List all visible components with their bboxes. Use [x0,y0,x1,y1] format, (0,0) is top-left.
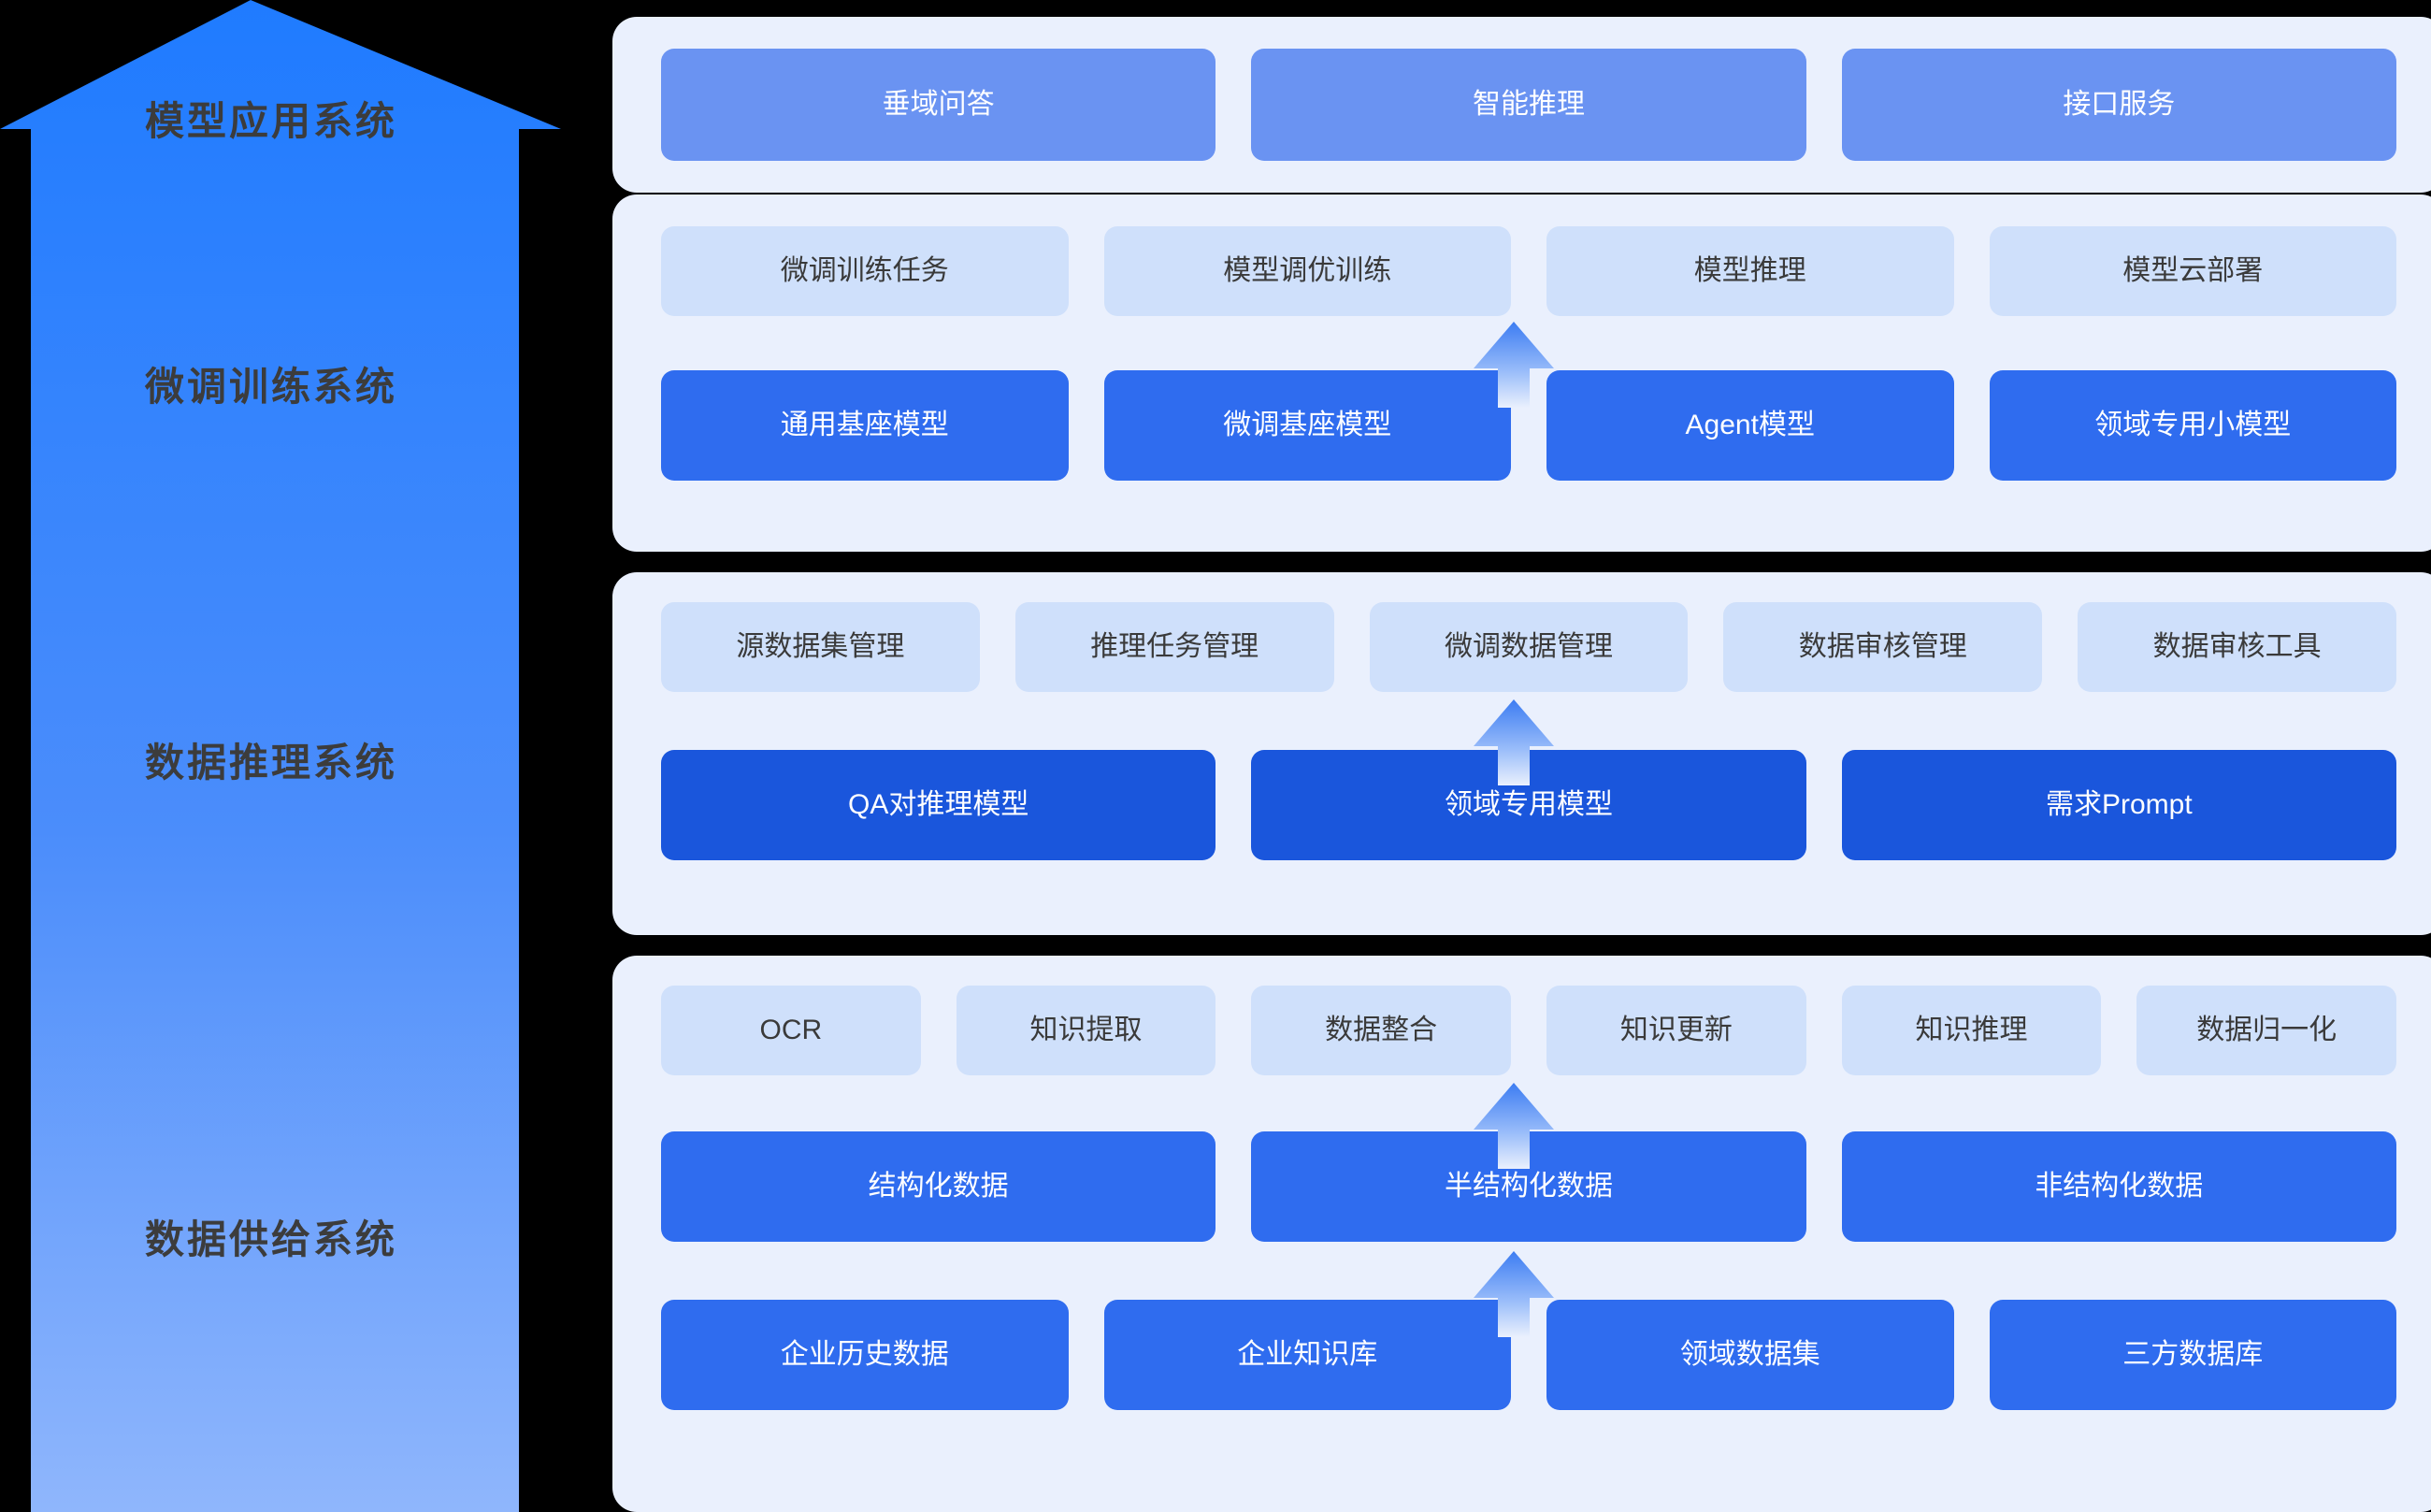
cell-finetune-data-management[interactable]: 微调数据管理 [1369,602,1689,692]
cell-unstructured-data[interactable]: 非结构化数据 [1841,1131,2396,1242]
cell-structured-data[interactable]: 结构化数据 [661,1131,1216,1242]
cell-inference-task-management[interactable]: 推理任务管理 [1014,602,1334,692]
row-data-types: 结构化数据 半结构化数据 非结构化数据 [661,1131,2396,1242]
row-data-management: 源数据集管理 推理任务管理 微调数据管理 数据审核管理 数据审核工具 [661,602,2396,692]
cell-source-dataset-management[interactable]: 源数据集管理 [661,602,980,692]
cell-model-tuning-training[interactable]: 模型调优训练 [1103,226,1511,316]
panel-application-system: 垂域问答 智能推理 接口服务 [612,17,2431,193]
cell-intelligent-reasoning[interactable]: 智能推理 [1251,49,1806,161]
cell-data-integration[interactable]: 数据整合 [1251,986,1512,1075]
cell-third-party-database[interactable]: 三方数据库 [1989,1300,2396,1410]
cell-api-service[interactable]: 接口服务 [1841,49,2396,161]
cell-domain-dataset[interactable]: 领域数据集 [1546,1300,1954,1410]
cell-data-audit-tool[interactable]: 数据审核工具 [2078,602,2396,692]
cell-general-base-model[interactable]: 通用基座模型 [661,370,1069,481]
panel-data-reasoning-system: 源数据集管理 推理任务管理 微调数据管理 数据审核管理 数据审核工具 QA对推理… [612,572,2431,935]
cell-ocr[interactable]: OCR [661,986,921,1075]
cell-vertical-qa[interactable]: 垂域问答 [661,49,1216,161]
cell-agent-model[interactable]: Agent模型 [1546,370,1954,481]
cell-domain-small-model[interactable]: 领域专用小模型 [1989,370,2396,481]
row-reasoning-engines: QA对推理模型 领域专用模型 需求Prompt [661,750,2396,860]
row-capabilities: OCR 知识提取 数据整合 知识更新 知识推理 数据归一化 [661,986,2397,1075]
cell-qa-pair-reasoning-model[interactable]: QA对推理模型 [661,750,1216,860]
cell-domain-specific-model[interactable]: 领域专用模型 [1251,750,1806,860]
cell-data-audit-management[interactable]: 数据审核管理 [1723,602,2043,692]
cell-enterprise-historical-data[interactable]: 企业历史数据 [661,1300,1069,1410]
cell-requirement-prompt[interactable]: 需求Prompt [1841,750,2396,860]
row-base-models: 通用基座模型 微调基座模型 Agent模型 领域专用小模型 [661,370,2396,481]
row-applications: 垂域问答 智能推理 接口服务 [661,49,2396,161]
cell-semi-structured-data[interactable]: 半结构化数据 [1251,1131,1806,1242]
cell-finetune-training-task[interactable]: 微调训练任务 [661,226,1069,316]
row-training-tasks: 微调训练任务 模型调优训练 模型推理 模型云部署 [661,226,2396,316]
cell-data-normalization[interactable]: 数据归一化 [2136,986,2397,1075]
cell-enterprise-knowledge-base[interactable]: 企业知识库 [1103,1300,1511,1410]
cell-knowledge-update[interactable]: 知识更新 [1546,986,1806,1075]
panel-data-supply-system: OCR 知识提取 数据整合 知识更新 知识推理 数据归一化 结构化数据 半结构化… [612,956,2431,1512]
cell-knowledge-reasoning[interactable]: 知识推理 [1841,986,2102,1075]
cell-model-inference[interactable]: 模型推理 [1546,226,1954,316]
cell-finetuned-base-model[interactable]: 微调基座模型 [1103,370,1511,481]
cell-knowledge-extraction[interactable]: 知识提取 [956,986,1216,1075]
cell-model-cloud-deployment[interactable]: 模型云部署 [1989,226,2396,316]
stack-arrow [0,0,561,1512]
up-arrow-icon [0,0,561,1512]
row-data-sources: 企业历史数据 企业知识库 领域数据集 三方数据库 [661,1300,2396,1410]
panel-finetune-training-system: 微调训练任务 模型调优训练 模型推理 模型云部署 通用基座模型 微调基座模型 A… [612,194,2431,552]
